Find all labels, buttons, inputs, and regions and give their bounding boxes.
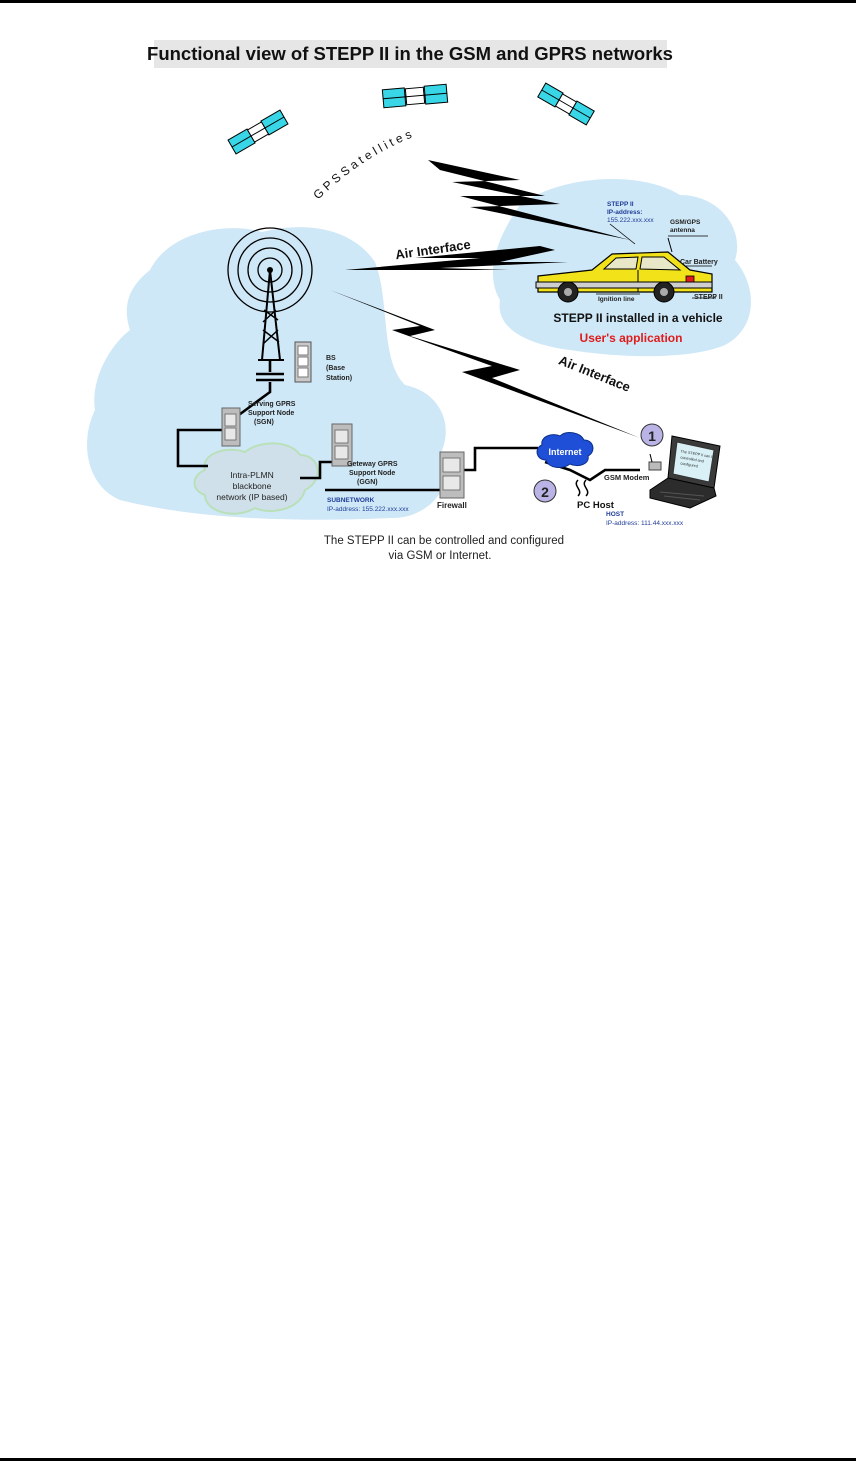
internet-cloud-icon xyxy=(536,432,594,468)
ggsn-label-line3: (GGN) xyxy=(357,479,378,486)
host-ip-label: IP-address: 111.44.xxx.xxx xyxy=(606,520,684,527)
internet-label: Internet xyxy=(548,447,581,457)
stepp-installed-label: STEPP II installed in a vehicle xyxy=(553,311,723,325)
satellite-left-icon xyxy=(227,109,289,155)
sgsn-server-icon xyxy=(221,407,241,447)
satellite-right-icon xyxy=(537,82,595,126)
air-interface-label-top: Air Interface xyxy=(394,237,471,262)
sgsn-label-line2: Support Node xyxy=(248,410,294,417)
stepp-small-label: STEPP II xyxy=(694,294,723,301)
backbone-label-line3: network (IP based) xyxy=(216,492,287,502)
pc-host-label: PC Host xyxy=(577,500,615,511)
ggsn-label-line1: Geteway GPRS xyxy=(347,461,398,468)
vehicle-ip-value: 155.222.xxx.xxx xyxy=(607,217,654,224)
base-station-icon xyxy=(294,341,312,383)
badge-2-label: 2 xyxy=(541,484,549,500)
gsm-modem-label: GSM Modem xyxy=(604,473,650,482)
gps-signal-bolt xyxy=(428,160,630,240)
bs-label-line2: (Base xyxy=(326,365,345,372)
gsm-modem-icon xyxy=(648,453,662,471)
users-application-label: User's application xyxy=(580,331,683,345)
laptop-screen-text-1: The STEPP II can be xyxy=(680,449,716,459)
diagram-title: Functional view of STEPP II in the GSM a… xyxy=(147,43,673,64)
firewall-label: Firewall xyxy=(437,501,467,510)
bs-label-line1: BS xyxy=(326,355,336,362)
laptop-screen-text-3: configured xyxy=(680,461,698,468)
bottom-rule xyxy=(0,1458,856,1461)
backbone-cloud xyxy=(193,442,319,515)
car-battery-label: Car Battery xyxy=(680,259,718,266)
caption-line2: via GSM or Internet. xyxy=(389,550,492,562)
badge-1-label: 1 xyxy=(648,428,656,444)
firewall-icon xyxy=(439,451,465,499)
ggsn-label-line2: Support Node xyxy=(349,470,395,477)
sgsn-label-line3: (SGN) xyxy=(254,419,274,426)
ignition-line-label: Ignition line xyxy=(598,296,635,303)
badge-1 xyxy=(640,423,664,447)
car-icon xyxy=(535,237,713,303)
air-interface-label-bottom: Air Interface xyxy=(557,352,633,394)
subnetwork-label-line2: IP-address: 155.222.xxx.xxx xyxy=(327,506,409,513)
vehicle-pointer-lines xyxy=(596,223,716,299)
air-interface-bolt-top xyxy=(345,246,568,270)
antenna-label-line1: GSM/GPS xyxy=(670,219,701,226)
backbone-label-line1: Intra-PLMN xyxy=(230,470,273,480)
vehicle-stepp-label: STEPP II xyxy=(607,201,634,208)
laptop-icon xyxy=(649,435,721,509)
host-label: HOST xyxy=(606,511,624,518)
badge-2 xyxy=(533,479,557,503)
satellite-center-icon xyxy=(381,83,449,109)
backbone-label-line2: blackbone xyxy=(233,481,272,491)
title-background xyxy=(154,40,667,68)
top-rule xyxy=(0,0,856,3)
ggsn-server-icon xyxy=(331,423,353,467)
gps-satellites-label: G P S S a t e l l i t e s xyxy=(310,127,413,202)
vehicle-ip-label: IP-address: xyxy=(607,209,642,216)
subnetwork-label-line1: SUBNETWORK xyxy=(327,497,375,504)
bs-label-line3: Station) xyxy=(326,375,352,382)
laptop-screen-text-2: controlled and xyxy=(680,455,704,463)
antenna-label-line2: antenna xyxy=(670,227,695,234)
serial-cable-icon xyxy=(575,479,589,497)
network-links xyxy=(176,360,640,492)
network-diagram: Functional view of STEPP II in the GSM a… xyxy=(87,40,752,562)
sgsn-label-line1: Serving GPRS xyxy=(248,401,296,408)
caption-line1: The STEPP II can be controlled and confi… xyxy=(324,535,564,547)
